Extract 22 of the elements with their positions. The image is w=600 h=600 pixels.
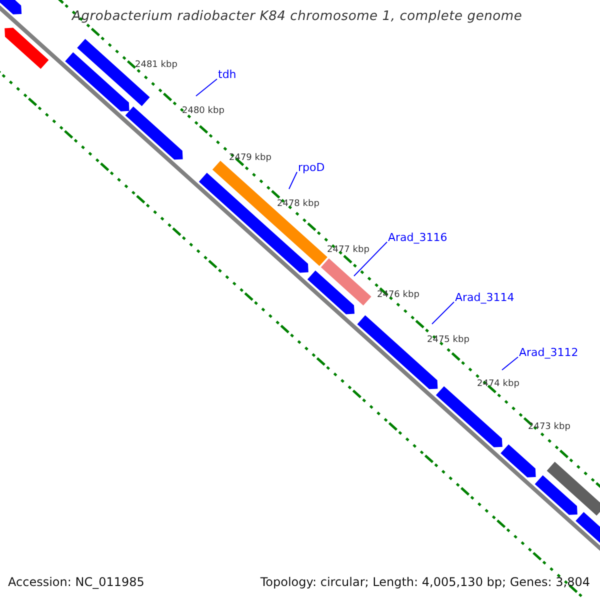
scale-label: 2479 kbp [229, 153, 272, 163]
scale-label: 2481 kbp [135, 60, 178, 70]
scale-label: 2480 kbp [182, 106, 224, 116]
scale-label: 2477 kbp [327, 245, 370, 255]
scale-label: 2475 kbp [427, 335, 470, 345]
scale-label: 2473 kbp [528, 422, 570, 432]
leader-line [196, 78, 218, 96]
gene-label: Arad_3116 [388, 231, 448, 244]
leader-line [354, 242, 388, 276]
gene-label: tdh [218, 68, 236, 81]
scale-label: 2478 kbp [277, 199, 320, 209]
scale-label: 2476 kbp [377, 290, 420, 300]
leader-line [432, 302, 454, 324]
gene-label: Arad_3114 [455, 291, 514, 304]
genome-info-text: Topology: circular; Length: 4,005,130 bp; Genes: 3,804 [260, 575, 590, 589]
gene-label: Arad_3112 [519, 346, 578, 359]
title: Agrobacterium radiobacter K84 chromosome 1, complete genome [72, 9, 522, 24]
gene-label: rpoD [298, 161, 325, 174]
leader-line [502, 356, 518, 370]
scale-label: 2474 kbp [477, 379, 520, 389]
accession-text: Accession: NC_011985 [8, 575, 144, 589]
leader-line [288, 172, 298, 190]
